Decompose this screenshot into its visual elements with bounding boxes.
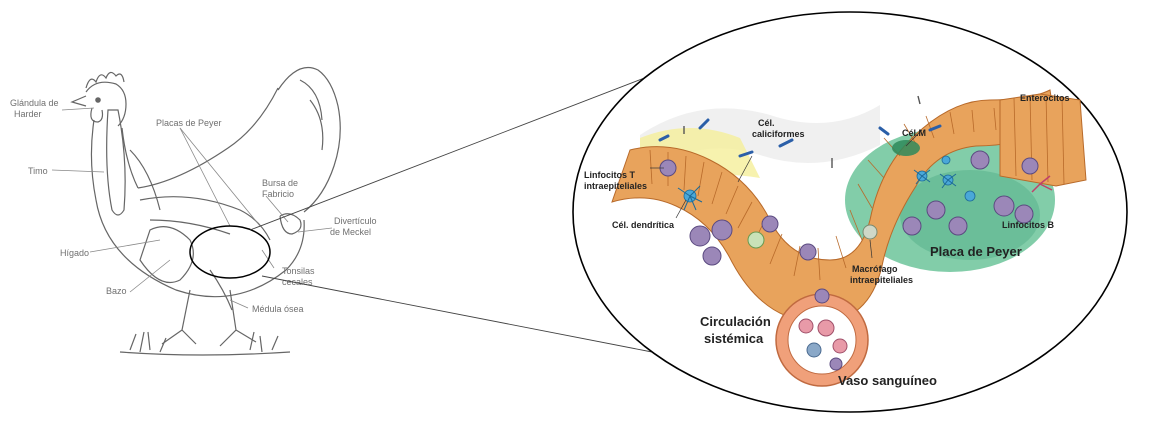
label-bursa-2: Fabricio [262,189,294,199]
label-linfocitos-t-1: Linfocitos T [584,170,635,180]
label-circulacion-1: Circulación [700,314,771,329]
label-diverticulo-2: de Meckel [330,227,371,237]
label-higado: Hígado [60,248,89,258]
label-tonsilas-1: Tonsilas [282,266,315,276]
connector-line-top [249,71,661,231]
label-bursa-1: Bursa de [262,178,298,188]
label-diverticulo-1: Divertículo [334,216,377,226]
label-cel-caliciformes-2: caliciformes [752,129,805,139]
label-linfocitos-t-2: intraepiteliales [584,181,647,191]
label-cel-m: Cél.M [902,128,926,138]
label-placas-peyer: Placas de Peyer [156,118,222,128]
connector-line-bottom [261,275,653,353]
label-enterocitos: Enterocitos [1020,93,1070,103]
label-circulacion-2: sistémica [704,331,764,346]
zoom-detail [572,11,1128,413]
label-macrofago-1: Macrófago [852,264,898,274]
label-glandula-harder-2: Harder [14,109,42,119]
label-tonsilas-2: cecales [282,277,313,287]
label-timo: Timo [28,166,48,176]
label-glandula-harder-1: Glándula de [10,98,59,108]
zoom-source-ellipse [189,225,271,279]
label-bazo: Bazo [106,286,127,296]
label-macrofago-2: intraepiteliales [850,275,913,285]
label-linfocitos-b: Linfocitos B [1002,220,1054,230]
label-vaso-sanguineo: Vaso sanguíneo [838,373,937,388]
label-placa-peyer: Placa de Peyer [930,244,1022,259]
label-cel-dendritica: Cél. dendrítica [612,220,675,230]
label-cel-caliciformes-1: Cél. [758,118,775,128]
left-leader-lines [51,107,333,309]
label-medula-osea: Médula ósea [252,304,304,314]
